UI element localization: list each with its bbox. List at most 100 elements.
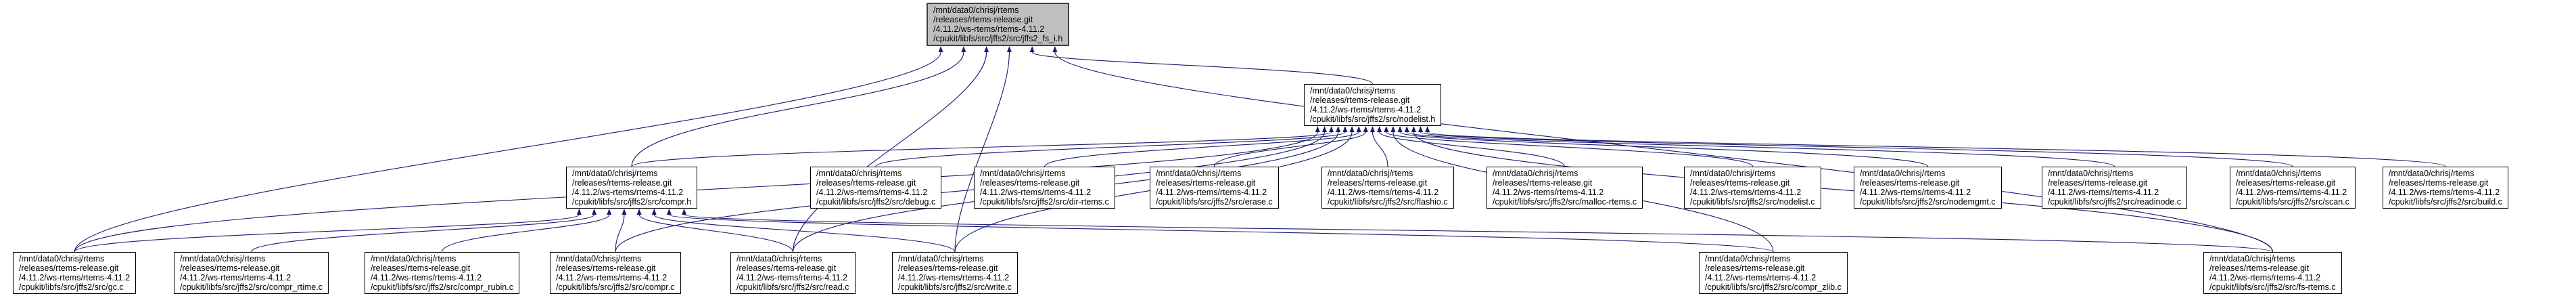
node-path-line: /mnt/data0/chrisj/rtems (898, 254, 984, 263)
graph-node-build_c[interactable]: /mnt/data0/chrisj/rtems/releases/rtems-r… (2383, 167, 2508, 209)
node-path-line: /mnt/data0/chrisj/rtems (1705, 254, 1791, 263)
graph-node-compr_c[interactable]: /mnt/data0/chrisj/rtems/releases/rtems-r… (550, 252, 681, 294)
graph-node-read_c[interactable]: /mnt/data0/chrisj/rtems/releases/rtems-r… (730, 252, 856, 294)
node-path-line: /cpukit/libfs/src/jffs2/src/build.c (2389, 197, 2502, 207)
node-path-line: /releases/rtems-release.git (572, 178, 672, 188)
include-edge-build_c-to-nodelist_h (1427, 131, 2446, 167)
node-path-line: /releases/rtems-release.git (1690, 178, 1790, 188)
arrowhead (1052, 46, 1058, 52)
node-path-line: /cpukit/libfs/src/jffs2/src/jffs2_fs_i.h (933, 34, 1063, 43)
arrowhead (1029, 46, 1035, 52)
graph-node-nodemgmt_c[interactable]: /mnt/data0/chrisj/rtems/releases/rtems-r… (1854, 167, 2002, 209)
include-edge-fs_rtems_c-to-nodelist_h (1413, 131, 2274, 253)
node-path-line: /4.11.2/ws-rtems/rtems-4.11.2 (2389, 188, 2500, 197)
node-path-line: /mnt/data0/chrisj/rtems (816, 169, 902, 178)
graph-node-compr_h[interactable]: /mnt/data0/chrisj/rtems/releases/rtems-r… (566, 167, 698, 209)
arrowhead (1336, 126, 1341, 132)
node-path-line: /4.11.2/ws-rtems/rtems-4.11.2 (816, 188, 928, 197)
node-path-line: /mnt/data0/chrisj/rtems (572, 169, 658, 178)
node-path-line: /4.11.2/ws-rtems/rtems-4.11.2 (2209, 273, 2321, 282)
node-path-line: /mnt/data0/chrisj/rtems (180, 254, 266, 263)
graph-node-gc_c[interactable]: /mnt/data0/chrisj/rtems/releases/rtems-r… (13, 252, 137, 294)
node-path-line: /cpukit/libfs/src/jffs2/src/flashio.c (1328, 197, 1448, 207)
node-path-line: /cpukit/libfs/src/jffs2/src/nodelist.h (1310, 114, 1436, 124)
graph-node-write_c[interactable]: /mnt/data0/chrisj/rtems/releases/rtems-r… (892, 252, 1018, 294)
node-path-line: /releases/rtems-release.git (816, 178, 916, 188)
arrowhead (607, 209, 612, 215)
node-path-line: /releases/rtems-release.git (371, 263, 471, 273)
graph-node-dir_rtems_c[interactable]: /mnt/data0/chrisj/rtems/releases/rtems-r… (974, 167, 1115, 209)
node-path-line: /cpukit/libfs/src/jffs2/src/write.c (898, 282, 1012, 292)
node-path-line: /releases/rtems-release.git (736, 263, 837, 273)
graph-node-flashio_c[interactable]: /mnt/data0/chrisj/rtems/releases/rtems-r… (1321, 167, 1454, 209)
node-path-line: /4.11.2/ws-rtems/rtems-4.11.2 (1310, 105, 1422, 114)
include-edge-erase_c-to-nodelist_h (1213, 131, 1366, 167)
graph-node-scan_c[interactable]: /mnt/data0/chrisj/rtems/releases/rtems-r… (2230, 167, 2356, 209)
node-path-line: /cpukit/libfs/src/jffs2/src/compr.h (572, 197, 692, 207)
node-path-line: /mnt/data0/chrisj/rtems (980, 169, 1066, 178)
include-edge-fs_rtems_c-to-compr_h (684, 214, 2274, 253)
arrowhead (938, 46, 943, 52)
include-edge-nodemgmt_c-to-nodelist_h (1399, 131, 1929, 167)
node-path-line: /4.11.2/ws-rtems/rtems-4.11.2 (1156, 188, 1267, 197)
graph-node-readinode_c[interactable]: /mnt/data0/chrisj/rtems/releases/rtems-r… (2042, 167, 2188, 209)
node-path-line: /cpukit/libfs/src/jffs2/src/compr_rubin.… (371, 282, 513, 292)
include-edge-compr_c-to-compr_h (615, 214, 625, 253)
arrowhead (1356, 126, 1361, 132)
arrowhead (592, 209, 597, 215)
arrowhead (1384, 126, 1389, 132)
node-path-line: /releases/rtems-release.git (2236, 178, 2336, 188)
node-path-line: /cpukit/libfs/src/jffs2/src/read.c (736, 282, 849, 292)
node-path-line: /mnt/data0/chrisj/rtems (736, 254, 822, 263)
arrowhead (1377, 126, 1382, 132)
include-edge-write_c-to-compr_h (653, 214, 956, 253)
include-edge-flashio_c-to-nodelist_h (1372, 131, 1388, 167)
graph-node-nodelist_c[interactable]: /mnt/data0/chrisj/rtems/releases/rtems-r… (1684, 167, 1821, 209)
graph-node-malloc_rtems_c[interactable]: /mnt/data0/chrisj/rtems/releases/rtems-r… (1486, 167, 1643, 209)
graph-node-compr_rtime_c[interactable]: /mnt/data0/chrisj/rtems/releases/rtems-r… (174, 252, 329, 294)
arrowhead (1411, 126, 1416, 132)
graph-node-nodelist_h[interactable]: /mnt/data0/chrisj/rtems/releases/rtems-r… (1304, 84, 1442, 126)
node-path-line: /cpukit/libfs/src/jffs2/src/readinode.c (2048, 197, 2182, 207)
include-edge-nodelist_h-to-jffs2_fs_i_h (1031, 51, 1374, 85)
arrowhead (1404, 126, 1409, 132)
node-path-line: /cpukit/libfs/src/jffs2/src/scan.c (2236, 197, 2349, 207)
node-path-line: /mnt/data0/chrisj/rtems (2389, 169, 2475, 178)
node-path-line: /4.11.2/ws-rtems/rtems-4.11.2 (556, 273, 668, 282)
arrowhead (1321, 126, 1327, 132)
node-path-line: /mnt/data0/chrisj/rtems (933, 5, 1019, 15)
arrowhead (1315, 126, 1320, 132)
node-path-line: /releases/rtems-release.git (2048, 178, 2148, 188)
node-path-line: /releases/rtems-release.git (1860, 178, 1960, 188)
node-path-line: /mnt/data0/chrisj/rtems (371, 254, 456, 263)
arrowhead (682, 209, 687, 215)
graph-node-debug_c[interactable]: /mnt/data0/chrisj/rtems/releases/rtems-r… (810, 167, 942, 209)
node-path-line: /mnt/data0/chrisj/rtems (1156, 169, 1242, 178)
graph-node-fs_rtems_c[interactable]: /mnt/data0/chrisj/rtems/releases/rtems-r… (2203, 252, 2342, 294)
arrowhead (1418, 126, 1424, 132)
graph-node-compr_zlib_c[interactable]: /mnt/data0/chrisj/rtems/releases/rtems-r… (1699, 252, 1848, 294)
arrowhead (1329, 126, 1334, 132)
graph-node-compr_rubin_c[interactable]: /mnt/data0/chrisj/rtems/releases/rtems-r… (365, 252, 519, 294)
include-edge-write_c-to-jffs2_fs_i_h (954, 51, 1010, 253)
node-path-line: /cpukit/libfs/src/jffs2/src/debug.c (816, 197, 936, 207)
node-path-line: /releases/rtems-release.git (19, 263, 119, 273)
node-path-line: /4.11.2/ws-rtems/rtems-4.11.2 (572, 188, 684, 197)
node-path-line: /mnt/data0/chrisj/rtems (1690, 169, 1776, 178)
node-path-line: /4.11.2/ws-rtems/rtems-4.11.2 (1705, 273, 1817, 282)
node-path-line: /4.11.2/ws-rtems/rtems-4.11.2 (371, 273, 482, 282)
include-edge-compr_zlib_c-to-compr_h (668, 214, 1774, 253)
graph-node-erase_c[interactable]: /mnt/data0/chrisj/rtems/releases/rtems-r… (1150, 167, 1279, 209)
node-path-line: /4.11.2/ws-rtems/rtems-4.11.2 (1860, 188, 1971, 197)
node-path-line: /releases/rtems-release.git (1328, 178, 1428, 188)
node-path-line: /cpukit/libfs/src/jffs2/src/compr_rtime.… (180, 282, 323, 292)
node-path-line: /mnt/data0/chrisj/rtems (1493, 169, 1578, 178)
node-path-line: /4.11.2/ws-rtems/rtems-4.11.2 (1690, 188, 1802, 197)
node-path-line: /cpukit/libfs/src/jffs2/src/dir-rtems.c (980, 197, 1109, 207)
include-edge-compr_rubin_c-to-compr_h (441, 214, 610, 253)
include-edge-gc_c-to-jffs2_fs_i_h (74, 51, 941, 253)
node-path-line: /4.11.2/ws-rtems/rtems-4.11.2 (1493, 188, 1604, 197)
node-path-line: /4.11.2/ws-rtems/rtems-4.11.2 (2048, 188, 2159, 197)
node-path-line: /cpukit/libfs/src/jffs2/src/nodelist.c (1690, 197, 1815, 207)
node-path-line: /4.11.2/ws-rtems/rtems-4.11.2 (980, 188, 1092, 197)
